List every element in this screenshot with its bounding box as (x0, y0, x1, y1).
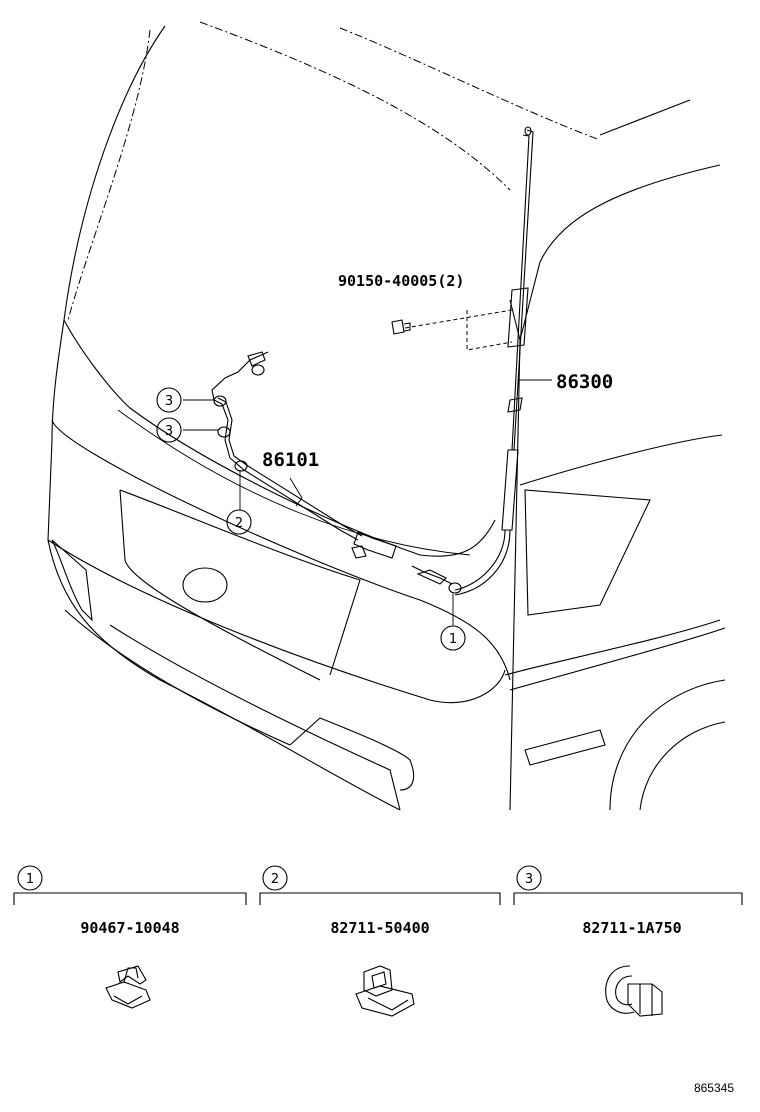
legend-2: 2 82711-50400 (259, 865, 501, 1017)
vehicle-outline (47, 21, 726, 811)
svg-text:1: 1 (449, 632, 457, 647)
bolt-leader-line (404, 309, 513, 329)
grommet-clip-icon[interactable] (605, 965, 663, 1017)
part-label-cord[interactable]: 86101 (262, 449, 319, 471)
antenna-cord[interactable] (211, 351, 462, 594)
callout-1[interactable]: 1 (440, 625, 466, 651)
clip-icon[interactable] (355, 965, 415, 1017)
svg-text:3: 3 (165, 424, 173, 439)
svg-text:3: 3 (165, 394, 173, 409)
part-label-antenna[interactable]: 86300 (556, 371, 613, 393)
clamp-icon[interactable] (105, 965, 151, 1009)
svg-text:2: 2 (271, 872, 279, 887)
diagram-code: 865345 (694, 1081, 734, 1095)
svg-text:1: 1 (26, 872, 34, 887)
legend-3-part-number[interactable]: 82711-1A750 (582, 919, 681, 937)
part-label-bolt[interactable]: 90150-40005(2) (338, 272, 464, 290)
svg-text:2: 2 (235, 516, 243, 531)
antenna-assembly[interactable] (454, 126, 534, 596)
cord-leader-line (289, 477, 303, 507)
legend-2-part-number[interactable]: 82711-50400 (330, 919, 429, 937)
mount-bracket-dashes (466, 310, 513, 351)
bolt-icon[interactable] (391, 319, 411, 335)
callout-2[interactable]: 2 (226, 509, 252, 535)
legend-3: 3 82711-1A750 (513, 865, 743, 1017)
legend-1: 1 90467-10048 (13, 865, 247, 1009)
callout-3a[interactable]: 3 (156, 387, 182, 413)
legend-1-part-number[interactable]: 90467-10048 (80, 919, 179, 937)
svg-text:3: 3 (525, 872, 533, 887)
callout-3b[interactable]: 3 (156, 417, 182, 443)
